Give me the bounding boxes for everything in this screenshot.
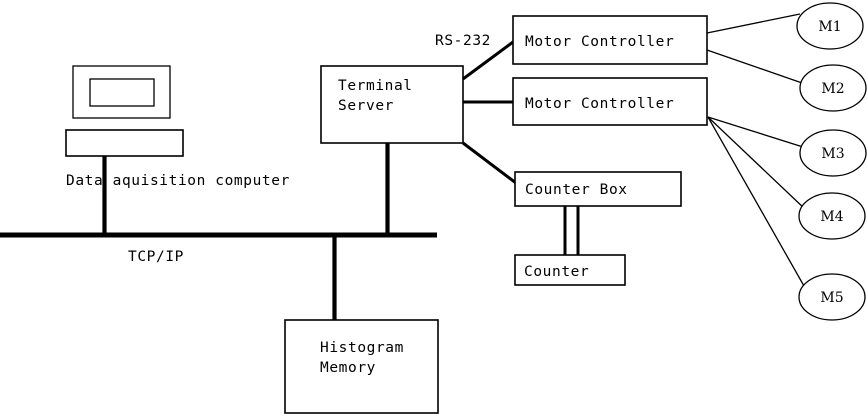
data-acquisition-computer[interactable]: Data aquisition computer bbox=[65, 65, 290, 236]
motor-m2-ellipse bbox=[799, 64, 867, 112]
histogram-memory-label-line2: Memory bbox=[320, 360, 376, 376]
histogram-memory-label-line1: Histogram bbox=[320, 340, 404, 356]
computer-keyboard bbox=[65, 129, 184, 157]
motor-controller-2-label: Motor Controller bbox=[525, 96, 674, 112]
histogram-memory-box bbox=[284, 319, 439, 414]
computer-screen bbox=[89, 78, 155, 107]
motor-m5-label: M5 bbox=[820, 290, 843, 306]
mc2-to-m3-link bbox=[707, 116, 804, 148]
terminal-server-links: RS-232 bbox=[435, 33, 517, 185]
mc1-to-m1-link bbox=[706, 13, 801, 34]
motor-m2-label: M2 bbox=[821, 81, 844, 97]
motor-controller-1-box bbox=[512, 15, 708, 65]
motor-m3-label: M3 bbox=[821, 146, 844, 162]
motor-controller-1[interactable]: Motor Controller bbox=[512, 15, 708, 65]
counter-label: Counter bbox=[524, 264, 589, 280]
motor-controller-2[interactable]: Motor Controller bbox=[512, 77, 708, 126]
rs232-label: RS-232 bbox=[435, 33, 491, 49]
terminal-server-box bbox=[320, 65, 464, 144]
terminal-server[interactable]: Terminal Server bbox=[320, 65, 464, 236]
data-acquisition-computer-label: Data aquisition computer bbox=[66, 173, 290, 189]
motor-m1[interactable]: M1 bbox=[796, 2, 864, 50]
counter-box[interactable]: Counter Box bbox=[514, 171, 682, 207]
motor-m3-ellipse bbox=[799, 129, 867, 177]
histogram-memory[interactable]: Histogram Memory bbox=[284, 235, 439, 414]
counter-box-box bbox=[514, 171, 682, 207]
motor-m2[interactable]: M2 bbox=[799, 64, 867, 112]
terminal-server-label-line1: Terminal bbox=[338, 78, 413, 94]
mc1-to-m2-link bbox=[706, 49, 806, 85]
motor-m5-ellipse bbox=[798, 273, 866, 321]
motor-links bbox=[706, 13, 807, 287]
motor-m1-label: M1 bbox=[818, 19, 841, 35]
counter-box-rect bbox=[514, 254, 626, 286]
ts-to-counter-box-link bbox=[462, 141, 517, 185]
mc2-to-m5-link bbox=[707, 116, 805, 287]
tcpip-bus-label: TCP/IP bbox=[128, 249, 184, 265]
mc2-to-m4-link bbox=[707, 116, 807, 211]
motor-controller-1-label: Motor Controller bbox=[525, 34, 674, 50]
ts-to-mc1-link bbox=[462, 40, 514, 81]
counter-box-label: Counter Box bbox=[525, 182, 628, 198]
motor-controller-2-box bbox=[512, 77, 708, 126]
motor-m1-ellipse bbox=[796, 2, 864, 50]
motor-m4[interactable]: M4 bbox=[798, 192, 866, 240]
motor-m3[interactable]: M3 bbox=[799, 129, 867, 177]
terminal-server-label-line2: Server bbox=[338, 98, 394, 114]
motor-m5[interactable]: M5 bbox=[798, 273, 866, 321]
motor-m4-ellipse bbox=[798, 192, 866, 240]
counter[interactable]: Counter bbox=[514, 254, 626, 286]
network-bus-group: TCP/IP bbox=[0, 232, 437, 265]
motor-m4-label: M4 bbox=[820, 209, 843, 225]
